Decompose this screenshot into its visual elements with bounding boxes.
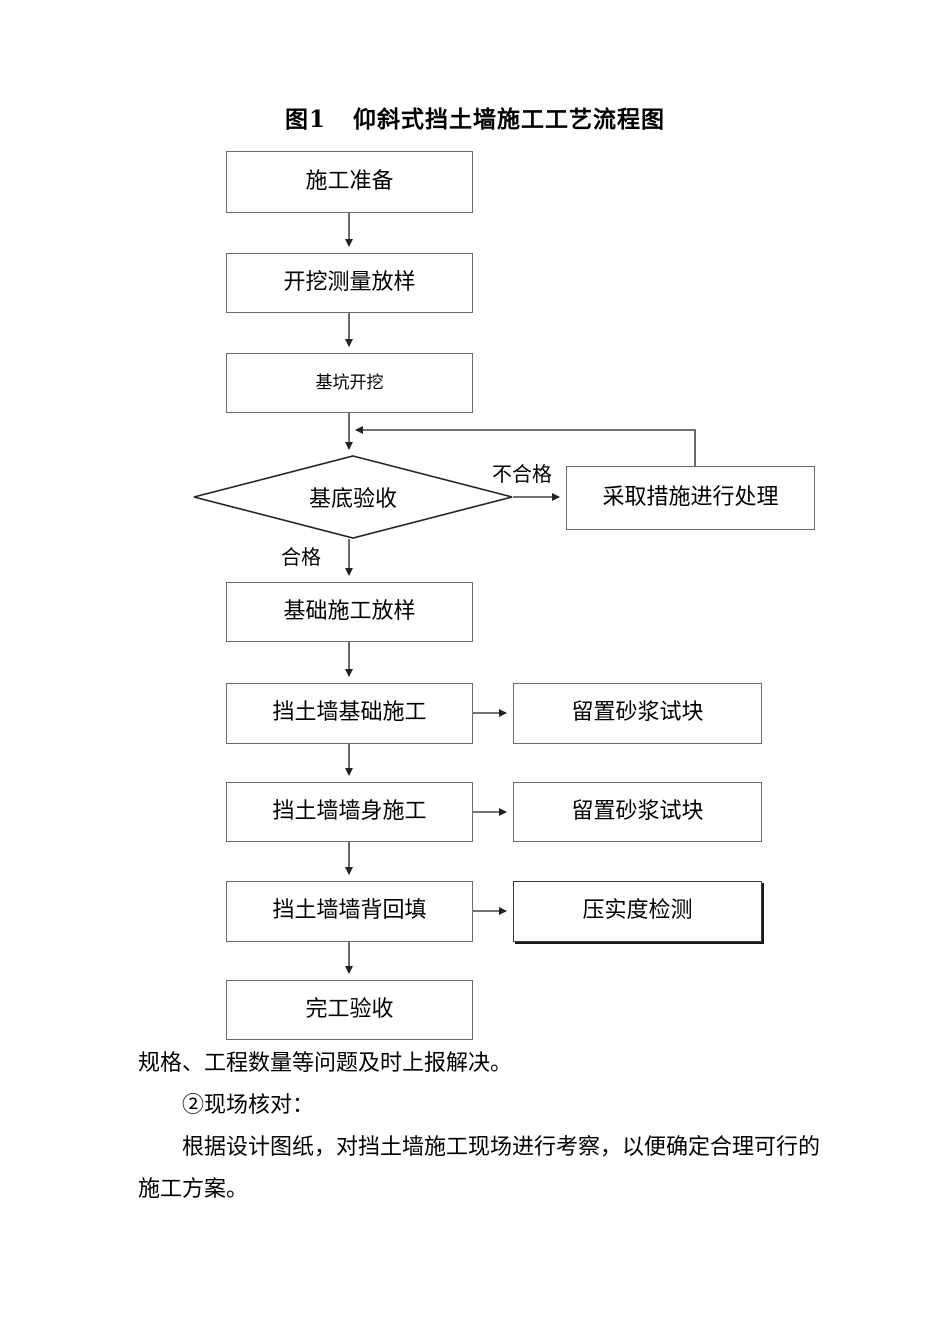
flow-node-foundation-construction-layout[interactable]: 基础施工放样 <box>226 582 473 642</box>
flow-node-label: 留置砂浆试块 <box>571 798 704 824</box>
flow-node-foundation-pit-excavation[interactable]: 基坑开挖 <box>226 353 473 413</box>
body-paragraph-2: ②现场核对： <box>182 1093 315 1118</box>
flow-node-label: 开挖测量放样 <box>283 269 416 295</box>
flow-node-label: 挡土墙墙背回填 <box>272 898 427 924</box>
flow-node-label: 基础施工放样 <box>283 598 416 624</box>
flow-node-base-acceptance-decision[interactable]: 基底验收 <box>193 455 513 539</box>
flow-node-compaction-degree-test[interactable]: 压实度检测 <box>513 881 762 942</box>
flow-node-retaining-wall-backfill[interactable]: 挡土墙墙背回填 <box>226 881 473 942</box>
edge-label-unqualified: 不合格 <box>492 462 552 486</box>
body-paragraph-3: 根据设计图纸，对挡土墙施工现场进行考察，以便确定合理可行的施工方案。 <box>138 1135 821 1202</box>
edge-label-qualified: 合格 <box>281 545 321 569</box>
flow-node-label: 采取措施进行处理 <box>602 484 779 510</box>
flow-node-retaining-wall-body-construction[interactable]: 挡土墙墙身施工 <box>226 782 473 842</box>
flow-node-label: 完工验收 <box>305 996 394 1022</box>
flow-node-label: 留置砂浆试块 <box>571 700 704 726</box>
flow-node-reserve-mortar-test-block-2[interactable]: 留置砂浆试块 <box>513 782 762 842</box>
flow-node-completion-acceptance[interactable]: 完工验收 <box>226 980 473 1040</box>
flow-node-label: 挡土墙墙身施工 <box>272 798 427 824</box>
flow-node-label: 基底验收 <box>308 487 397 512</box>
flow-node-label: 基坑开挖 <box>315 372 384 393</box>
body-text: 规格、工程数量等问题及时上报解决。 ②现场核对： 根据设计图纸，对挡土墙施工现场… <box>138 1043 838 1211</box>
flow-node-construction-preparation[interactable]: 施工准备 <box>226 151 473 213</box>
flow-node-reserve-mortar-test-block-1[interactable]: 留置砂浆试块 <box>513 683 762 744</box>
diamond-shape <box>193 455 513 539</box>
flow-node-excavation-survey-layout[interactable]: 开挖测量放样 <box>226 253 473 313</box>
page-title: 图1 仰斜式挡土墙施工工艺流程图 <box>284 106 666 133</box>
flow-node-retaining-wall-foundation-construction[interactable]: 挡土墙基础施工 <box>226 683 473 744</box>
flow-node-take-measures-to-handle[interactable]: 采取措施进行处理 <box>566 466 815 530</box>
flow-node-label: 挡土墙基础施工 <box>272 700 427 726</box>
flow-node-label: 施工准备 <box>305 168 394 194</box>
flow-node-label: 压实度检测 <box>582 898 693 924</box>
body-paragraph-1: 规格、工程数量等问题及时上报解决。 <box>138 1051 513 1076</box>
